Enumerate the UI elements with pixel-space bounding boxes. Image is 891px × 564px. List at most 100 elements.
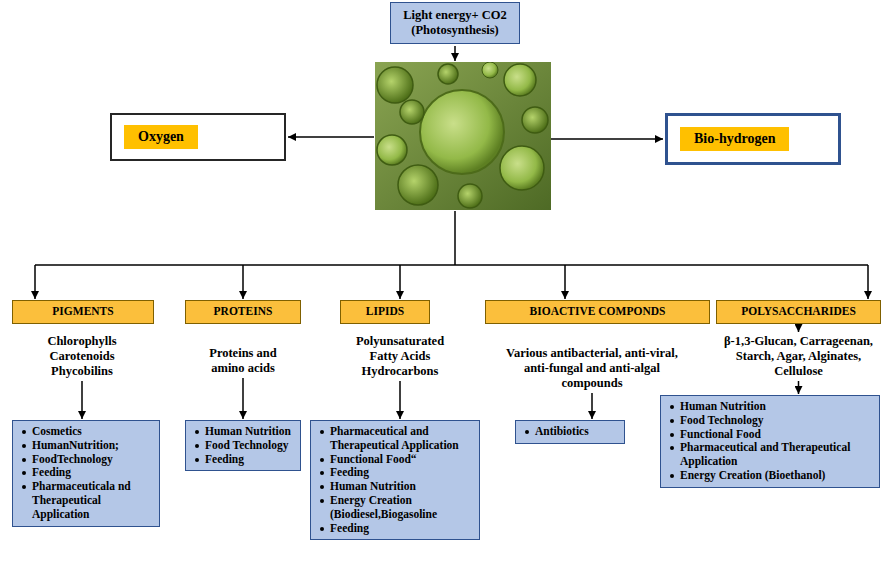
list-item: Human Nutrition	[317, 480, 473, 494]
node-text: Chlorophylls Carotenoids Phycobilins	[34, 334, 130, 379]
item-text: Food Technology	[680, 414, 763, 426]
content-text: Various antibacterial, anti-viral, anti-…	[492, 345, 692, 392]
bullet-dot	[195, 430, 199, 434]
flow-lines	[35, 46, 868, 299]
bullet-dot	[195, 458, 199, 462]
list-item: Functional Food“	[317, 453, 473, 467]
output-label: Oxygen	[124, 125, 198, 150]
bullet-dot	[670, 433, 674, 437]
bullet-dot	[22, 430, 26, 434]
list-item: Feeding	[192, 453, 294, 467]
microalgae-picture	[375, 62, 551, 210]
bullet-dot	[22, 458, 26, 462]
category-box: PROTEINS	[185, 300, 301, 324]
item-text: Antibiotics	[535, 425, 589, 437]
bullet-dot	[22, 471, 26, 475]
bullet-dot	[320, 458, 324, 462]
item-text: Human Nutrition	[330, 480, 416, 492]
list-item: Food Technology	[192, 439, 294, 453]
connector-arrow	[798, 381, 800, 394]
list-item: Pharmaceutical and Therapeutical Applica…	[667, 441, 873, 469]
application-box: CosmeticsHumanNutrition; FoodTechnologyFe…	[12, 420, 160, 527]
item-text: Feeding	[330, 466, 369, 478]
bullet-dot	[195, 444, 199, 448]
item-text: Functional Food	[680, 428, 761, 440]
list-item: Functional Food	[667, 428, 873, 442]
connector-arrow	[798, 325, 800, 332]
list-item: FoodTechnology	[19, 453, 153, 467]
category-label: BIOACTIVE COMPONDS	[492, 305, 703, 319]
item-text: Pharmaceuticala nd Therapeutical Applica…	[32, 480, 131, 520]
item-text: Energy Creation (Biodiesel,Biogasoline	[330, 494, 437, 520]
node-text: Proteins and amino acids	[195, 346, 291, 376]
bullet-dot	[22, 444, 26, 448]
item-text: Feeding	[330, 522, 369, 534]
list-item: Human Nutrition	[667, 400, 873, 414]
category-box: LIPIDS	[340, 300, 430, 324]
output-box: Oxygen	[110, 113, 286, 161]
category-label: POLYSACCHARIDES	[723, 305, 874, 319]
content-text: Proteins and amino acids	[193, 345, 293, 377]
list-item: Food Technology	[667, 414, 873, 428]
application-box: Human NutritionFood TechnologyFeeding	[185, 420, 301, 471]
category-box: PIGMENTS	[12, 300, 154, 324]
list-item: Feeding	[317, 522, 473, 536]
list-item: Feeding	[19, 466, 153, 480]
node-text: Light energy+ CO2	[397, 8, 513, 23]
bullet-dot	[320, 499, 324, 503]
connector-arrow	[242, 378, 244, 419]
item-text: Functional Food“	[330, 453, 417, 465]
connector-arrow	[399, 381, 401, 419]
content-text: Chlorophylls Carotenoids Phycobilins	[32, 333, 132, 380]
application-box: Pharmaceutical and Therapeutical Applica…	[310, 420, 480, 540]
list-item: Feeding	[317, 466, 473, 480]
item-text: Feeding	[32, 466, 71, 478]
bullet-dot	[22, 485, 26, 489]
category-label: PROTEINS	[192, 305, 294, 319]
item-text: Pharmaceutical and Therapeutical Applica…	[330, 425, 459, 451]
list-item: Antibiotics	[522, 425, 618, 439]
item-text: FoodTechnology	[32, 453, 113, 465]
item-text: Human Nutrition	[205, 425, 291, 437]
list-item: Pharmaceutical and Therapeutical Applica…	[317, 425, 473, 453]
item-text: Feeding	[205, 453, 244, 465]
item-text: HumanNutrition;	[32, 439, 119, 451]
application-box: Human NutritionFood TechnologyFunctional…	[660, 395, 880, 488]
bullet-dot	[670, 474, 674, 478]
bullet-dot	[670, 419, 674, 423]
item-text: Pharmaceutical and Therapeutical Applica…	[680, 441, 850, 467]
node-text: (Photosynthesis)	[397, 23, 513, 38]
connector-arrow	[591, 393, 593, 419]
list-item: Human Nutrition	[192, 425, 294, 439]
category-label: LIPIDS	[347, 305, 423, 319]
bullet-dot	[670, 446, 674, 450]
category-box: POLYSACCHARIDES	[716, 300, 881, 324]
node-text: Polyunsaturated Fatty Acids Hydrocarbons	[341, 334, 459, 379]
bullet-dot	[320, 485, 324, 489]
output-label: Bio-hydrogen	[680, 127, 789, 152]
item-text: Human Nutrition	[680, 400, 766, 412]
input-box: Light energy+ CO2(Photosynthesis)	[390, 2, 520, 44]
category-box: BIOACTIVE COMPONDS	[485, 300, 710, 324]
content-text: β-1,3-Glucan, Carrageenan, Starch, Agar,…	[716, 333, 881, 380]
bullet-dot	[525, 430, 529, 434]
item-text: Cosmetics	[32, 425, 82, 437]
category-label: PIGMENTS	[19, 305, 147, 319]
connector-arrow	[81, 381, 83, 419]
item-text: Energy Creation (Bioethanol)	[680, 469, 825, 481]
node-text: β-1,3-Glucan, Carrageenan, Starch, Agar,…	[718, 334, 879, 379]
bullet-dot	[320, 527, 324, 531]
list-item: Energy Creation (Biodiesel,Biogasoline	[317, 494, 473, 522]
output-box: Bio-hydrogen	[665, 113, 841, 165]
item-text: Food Technology	[205, 439, 288, 451]
bullet-dot	[320, 471, 324, 475]
list-item: Cosmetics	[19, 425, 153, 439]
node-text: Various antibacterial, anti-viral, anti-…	[494, 346, 690, 391]
list-item: Pharmaceuticala nd Therapeutical Applica…	[19, 480, 153, 521]
bullet-dot	[670, 405, 674, 409]
application-box: Antibiotics	[515, 420, 625, 444]
list-item: Energy Creation (Bioethanol)	[667, 469, 873, 483]
content-text: Polyunsaturated Fatty Acids Hydrocarbons	[339, 333, 461, 380]
bullet-dot	[320, 430, 324, 434]
list-item: HumanNutrition;	[19, 439, 153, 453]
